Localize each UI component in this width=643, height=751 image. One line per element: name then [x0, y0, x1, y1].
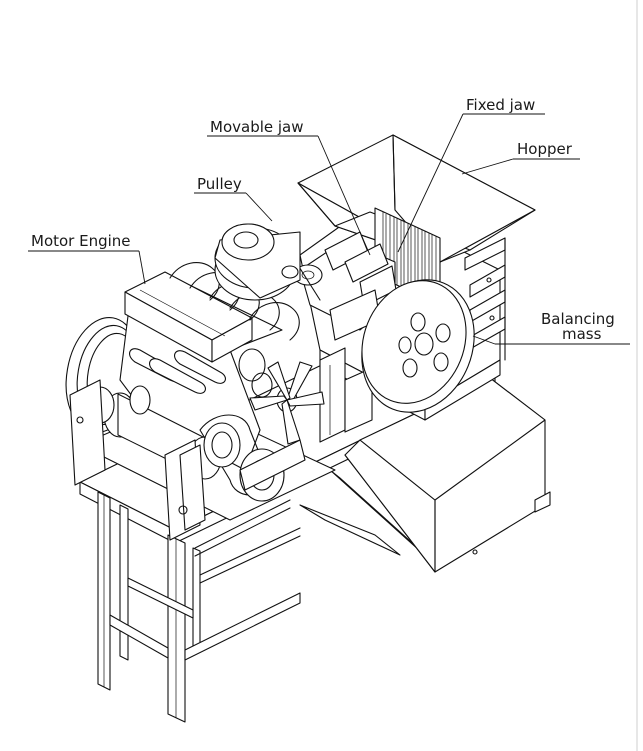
movable-jaw [293, 231, 397, 341]
label-motor-engine: Motor Engine [31, 232, 131, 250]
discharge-chute [344, 377, 551, 573]
motor-engine [65, 262, 336, 541]
label-balancing: Balancing [541, 310, 615, 328]
balancing-mass [361, 279, 475, 413]
label-hopper: Hopper [517, 140, 573, 158]
label-movable-jaw: Movable jaw [210, 118, 304, 136]
label-mass: mass [562, 325, 602, 343]
label-fixed-jaw: Fixed jaw [466, 96, 535, 114]
label-pulley: Pulley [197, 175, 242, 193]
callouts: Fixed jaw Movable jaw Hopper Pulley Moto… [28, 96, 630, 345]
cooling-fan [249, 361, 325, 445]
pulley [214, 223, 301, 301]
